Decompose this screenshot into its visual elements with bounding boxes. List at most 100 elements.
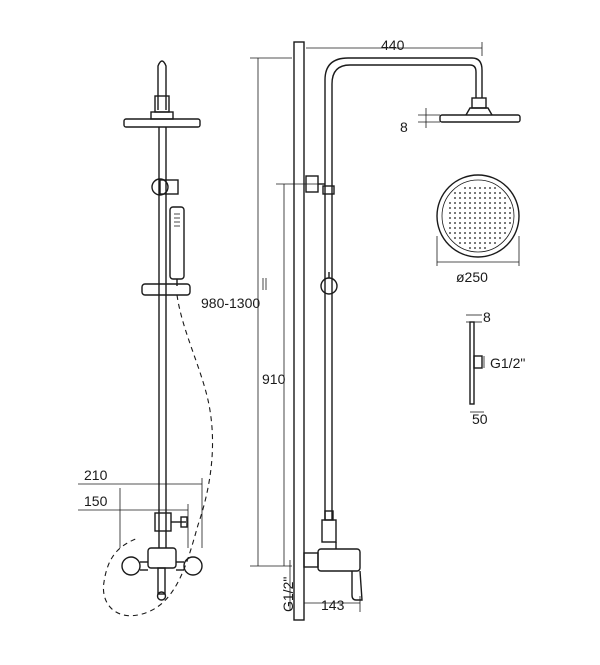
nozzle-dot xyxy=(504,202,506,204)
nozzle-dot xyxy=(464,192,466,194)
nozzle-dot xyxy=(484,217,486,219)
nozzle-dot xyxy=(454,202,456,204)
dim-arm-length: 440 xyxy=(381,37,405,53)
nozzle-dot xyxy=(479,242,481,244)
nozzle-dot xyxy=(459,237,461,239)
nozzle-dot xyxy=(504,217,506,219)
side-arm-connector xyxy=(471,97,487,109)
nozzle-dot xyxy=(484,192,486,194)
nozzle-dot xyxy=(489,187,491,189)
nozzle-dot xyxy=(459,202,461,204)
nozzle-dot xyxy=(464,227,466,229)
front-diverter xyxy=(154,512,172,532)
dim-height-range: 980-1300 xyxy=(201,295,260,311)
nozzle-dot xyxy=(464,217,466,219)
nozzle-dot xyxy=(469,222,471,224)
nozzle-dot xyxy=(469,227,471,229)
nozzle-dot xyxy=(489,207,491,209)
front-arm-connector xyxy=(154,95,170,113)
dim-wall-width-outer: 210 xyxy=(84,467,108,483)
front-slider-bracket xyxy=(141,283,191,296)
nozzle-dot xyxy=(474,227,476,229)
nozzle-dot xyxy=(479,232,481,234)
nozzle-dot xyxy=(479,227,481,229)
head-top-view xyxy=(436,174,520,266)
side-inlet xyxy=(303,552,319,568)
nozzle-dot xyxy=(484,202,486,204)
nozzle-dot xyxy=(494,232,496,234)
detail-inlet xyxy=(473,355,483,369)
nozzle-dot xyxy=(494,192,496,194)
nozzle-dot xyxy=(449,202,451,204)
nozzle-dot xyxy=(449,222,451,224)
nozzle-dot xyxy=(469,197,471,199)
nozzle-dot xyxy=(454,212,456,214)
nozzle-dot xyxy=(474,192,476,194)
nozzle-dot xyxy=(499,207,501,209)
nozzle-dot xyxy=(459,227,461,229)
nozzle-dot xyxy=(474,217,476,219)
dim-side-thread: G1/2" xyxy=(490,355,525,371)
nozzle-dot xyxy=(494,217,496,219)
nozzle-dot xyxy=(469,187,471,189)
nozzle-dot xyxy=(474,197,476,199)
front-right-connector xyxy=(183,556,203,576)
nozzle-dot xyxy=(469,242,471,244)
nozzle-dot xyxy=(454,227,456,229)
nozzle-dot xyxy=(454,222,456,224)
nozzle-dot xyxy=(499,232,501,234)
nozzle-dot xyxy=(474,237,476,239)
side-arm-outer xyxy=(324,57,483,180)
nozzle-dot xyxy=(469,192,471,194)
nozzle-dot xyxy=(499,227,501,229)
front-shower-head xyxy=(123,118,201,128)
nozzle-dot xyxy=(489,237,491,239)
nozzle-dot xyxy=(484,242,486,244)
nozzle-dot xyxy=(454,232,456,234)
nozzle-dot xyxy=(479,247,481,249)
nozzle-dot xyxy=(464,212,466,214)
nozzle-dot xyxy=(509,212,511,214)
nozzle-dot xyxy=(479,197,481,199)
nozzle-dot xyxy=(464,197,466,199)
nozzle-dot xyxy=(484,237,486,239)
nozzle-dot xyxy=(454,207,456,209)
nozzle-dot xyxy=(494,207,496,209)
nozzle-dot xyxy=(479,192,481,194)
nozzle-dot xyxy=(469,207,471,209)
nozzle-dot xyxy=(504,227,506,229)
front-holder xyxy=(159,179,179,195)
nozzle-dot xyxy=(499,197,501,199)
nozzle-dot xyxy=(484,247,486,249)
nozzle-dot xyxy=(499,212,501,214)
nozzle-dot xyxy=(449,227,451,229)
nozzle-dot xyxy=(469,217,471,219)
nozzle-dot xyxy=(464,237,466,239)
nozzle-dot xyxy=(459,207,461,209)
nozzle-dot xyxy=(454,192,456,194)
nozzle-dot xyxy=(474,207,476,209)
nozzle-dot xyxy=(504,222,506,224)
nozzle-dot xyxy=(464,242,466,244)
side-slider-knob xyxy=(320,277,338,295)
nozzle-dot xyxy=(479,187,481,189)
nozzle-dot xyxy=(474,222,476,224)
nozzle-dot xyxy=(474,232,476,234)
nozzle-dot xyxy=(494,187,496,189)
nozzle-dot xyxy=(459,232,461,234)
nozzle-dot xyxy=(474,242,476,244)
nozzle-dot xyxy=(494,202,496,204)
nozzle-dot xyxy=(479,207,481,209)
nozzle-dot xyxy=(504,232,506,234)
head-top-circle xyxy=(436,174,520,258)
head-nozzles xyxy=(449,187,511,249)
nozzle-dot xyxy=(509,222,511,224)
side-diverter xyxy=(321,519,337,543)
nozzle-dot xyxy=(464,222,466,224)
dim-head-diameter: ø250 xyxy=(456,269,488,285)
dim-inlet-thread: G1/2" xyxy=(280,577,296,612)
nozzle-dot xyxy=(469,212,471,214)
nozzle-dot xyxy=(479,217,481,219)
nozzle-dot xyxy=(494,237,496,239)
